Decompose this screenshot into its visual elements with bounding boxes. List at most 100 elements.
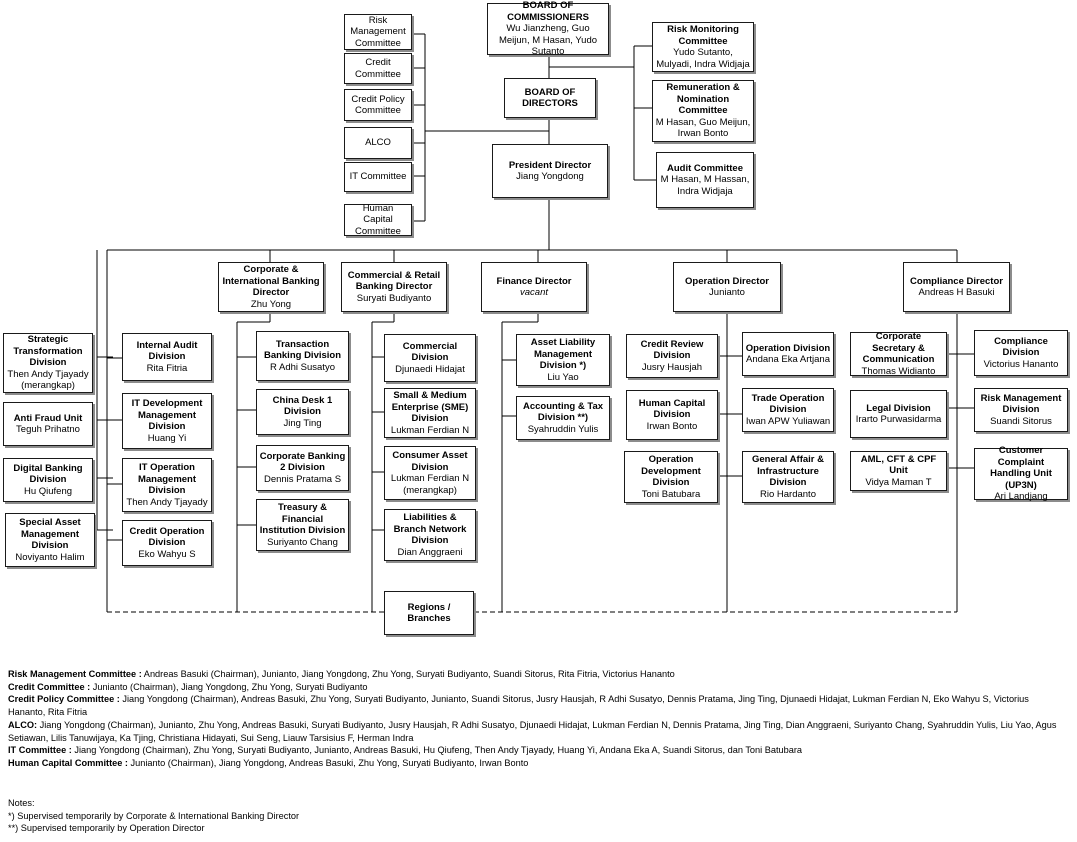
risk-management-division-box: Risk Management Division Suandi Sitorus — [974, 388, 1068, 432]
box-title: Digital Banking Division — [13, 462, 83, 486]
box-names: Irarto Purwasidarma — [855, 414, 942, 425]
special-asset-box: Special Asset Management Division Noviya… — [5, 513, 95, 567]
president-director-box: President Director Jiang Yongdong — [492, 144, 608, 198]
box-title: Compliance Director — [910, 275, 1003, 287]
general-affair-box: General Affair & Infrastructure Division… — [742, 451, 834, 503]
box-title: Credit Policy Committee — [351, 93, 405, 117]
human-capital-committee-box: Human Capital Committee — [344, 203, 412, 237]
box-title: Risk Management Division — [980, 392, 1062, 416]
box-names: Djunaedi Hidajat — [395, 363, 465, 375]
box-names: Teguh Prihatno — [16, 424, 80, 435]
finance-director-box: Finance Director vacant — [481, 262, 587, 312]
box-names: Jing Ting — [283, 417, 322, 429]
box-title: Commercial Division — [402, 340, 458, 364]
it-committee-box: IT Committee — [344, 162, 412, 192]
legend-label: ALCO: — [8, 719, 38, 730]
box-title: Compliance Division — [994, 335, 1048, 359]
compliance-director-box: Compliance Director Andreas H Basuki — [903, 262, 1010, 312]
legend-label: IT Committee : — [8, 745, 72, 756]
box-title: Consumer Asset Division — [392, 450, 468, 473]
accounting-tax-box: Accounting & Tax Division **) Syahruddin… — [516, 396, 610, 440]
box-title: Risk Monitoring Committee — [667, 24, 739, 47]
box-names: Rio Hardanto — [760, 488, 816, 500]
box-names: Then Andy Tjayady (merangkap) — [7, 368, 89, 392]
risk-management-committee-box: Risk Management Committee — [344, 14, 412, 50]
trade-operation-box: Trade Operation Division Iwan APW Yuliaw… — [742, 388, 834, 432]
compliance-division-box: Compliance Division Victorius Hananto — [974, 330, 1068, 376]
box-title: Credit Committee — [355, 57, 401, 80]
box-title: Customer Complaint Handling Unit (UP3N) — [990, 445, 1052, 491]
box-title: IT Operation Management Division — [137, 462, 197, 496]
box-names: Lukman Ferdian N — [390, 424, 470, 436]
note-2: **) Supervised temporarily by Operation … — [8, 823, 205, 834]
legend-label: Credit Policy Committee : — [8, 694, 120, 705]
human-capital-division-box: Human Capital Division Irwan Bonto — [626, 390, 718, 440]
box-title: Corporate & International Banking Direct… — [222, 264, 320, 298]
box-title: Anti Fraud Unit — [13, 412, 83, 424]
credit-review-box: Credit Review Division Jusry Hausjah — [626, 334, 718, 378]
customer-complaint-box: Customer Complaint Handling Unit (UP3N) … — [974, 445, 1068, 503]
box-title: Corporate Banking 2 Division — [259, 450, 346, 474]
box-title: Regions / Branches — [407, 601, 451, 625]
box-names: Hu Qiufeng — [23, 485, 73, 497]
operation-division-box: Operation Division Andana Eka Artjana — [742, 332, 834, 376]
china-desk-box: China Desk 1 Division Jing Ting — [256, 389, 349, 435]
legend-row: ALCO: Jiang Yongdong (Chairman), Juniant… — [8, 719, 1068, 744]
box-title: IT Development Management Division — [131, 398, 203, 432]
legend-row: Credit Policy Committee : Jiang Yongdong… — [8, 693, 1068, 718]
box-title: Legal Division — [866, 402, 931, 414]
box-title: Trade Operation Division — [751, 392, 825, 416]
box-title: Audit Committee — [667, 162, 743, 174]
box-title: ALCO — [365, 137, 391, 149]
box-title: Credit Operation Division — [129, 525, 205, 549]
box-names: Then Andy Tjayady — [126, 496, 208, 508]
box-title: Treasury & Financial Institution Divisio… — [259, 502, 346, 536]
internal-audit-box: Internal Audit Division Rita Fitria — [122, 333, 212, 381]
regions-branches-box: Regions / Branches — [384, 591, 474, 635]
box-names: Yudo Sutanto, Mulyadi, Indra Widjaja — [656, 47, 750, 70]
box-names: Victorius Hananto — [983, 358, 1059, 370]
box-names: Ari Landjang — [994, 491, 1048, 503]
box-title: Asset Liability Management Division *) — [530, 337, 596, 371]
credit-operation-box: Credit Operation Division Eko Wahyu S — [122, 520, 212, 566]
box-names: Wu Jianzheng, Guo Meijun, M Hasan, Yudo … — [498, 23, 598, 58]
box-names: Suandi Sitorus — [990, 415, 1052, 427]
legend-label: Risk Management Committee : — [8, 669, 142, 679]
committee-membership-legend: Risk Management Committee : Andreas Basu… — [8, 668, 1068, 770]
box-names: Andreas H Basuki — [918, 287, 995, 298]
box-title: President Director — [508, 159, 592, 171]
consumer-asset-box: Consumer Asset Division Lukman Ferdian N… — [384, 446, 476, 500]
legend-text: Andreas Basuki (Chairman), Junianto, Jia… — [141, 669, 675, 679]
box-names: Suriyanto Chang — [267, 536, 338, 548]
box-names: Liu Yao — [547, 371, 579, 383]
aml-cft-unit-box: AML, CFT & CPF Unit Vidya Maman T — [850, 451, 947, 491]
box-names: M Hasan, M Hassan, Indra Widjaja — [660, 174, 750, 197]
legend-text: Junianto (Chairman), Jiang Yongdong, Zhu… — [90, 681, 368, 692]
legend-text: Jiang Yongdong (Chairman), Junianto, Zhu… — [8, 719, 1057, 743]
box-title: Special Asset Management Division — [19, 517, 81, 551]
alm-division-box: Asset Liability Management Division *) L… — [516, 334, 610, 386]
box-names: Irwan Bonto — [646, 420, 698, 432]
commercial-division-box: Commercial Division Djunaedi Hidajat — [384, 334, 476, 382]
operation-development-box: Operation Development Division Toni Batu… — [624, 451, 718, 503]
liabilities-branch-box: Liabilities & Branch Network Division Di… — [384, 509, 476, 561]
board-of-directors-box: BOARD OF DIRECTORS — [504, 78, 596, 118]
box-names: Iwan APW Yuliawan — [745, 415, 831, 427]
strategic-transformation-box: Strategic Transformation Division Then A… — [3, 333, 93, 393]
anti-fraud-box: Anti Fraud Unit Teguh Prihatno — [3, 402, 93, 446]
box-title: Operation Division — [745, 342, 831, 354]
box-names: Syahruddin Yulis — [527, 423, 599, 435]
box-names: Thomas Widianto — [861, 365, 936, 377]
box-names: Dennis Pratama S — [263, 473, 342, 485]
box-names: Eko Wahyu S — [138, 548, 196, 560]
legend-text: Jiang Yongdong (Chairman), Zhu Yong, Sur… — [71, 745, 803, 756]
sme-division-box: Small & Medium Enterprise (SME) Division… — [384, 388, 476, 438]
box-names: Noviyanto Halim — [15, 551, 85, 563]
corporate-international-director-box: Corporate & International Banking Direct… — [218, 262, 324, 312]
box-title: Credit Review Division — [640, 338, 704, 362]
corporate-secretary-box: Corporate Secretary & Communication Thom… — [850, 331, 947, 377]
box-title: Corporate Secretary & Communication — [862, 331, 935, 365]
box-names: M Hasan, Guo Meijun, Irwan Bonto — [655, 116, 751, 140]
box-title: IT Committee — [349, 171, 407, 183]
box-names: Suryati Budiyanto — [356, 292, 432, 304]
